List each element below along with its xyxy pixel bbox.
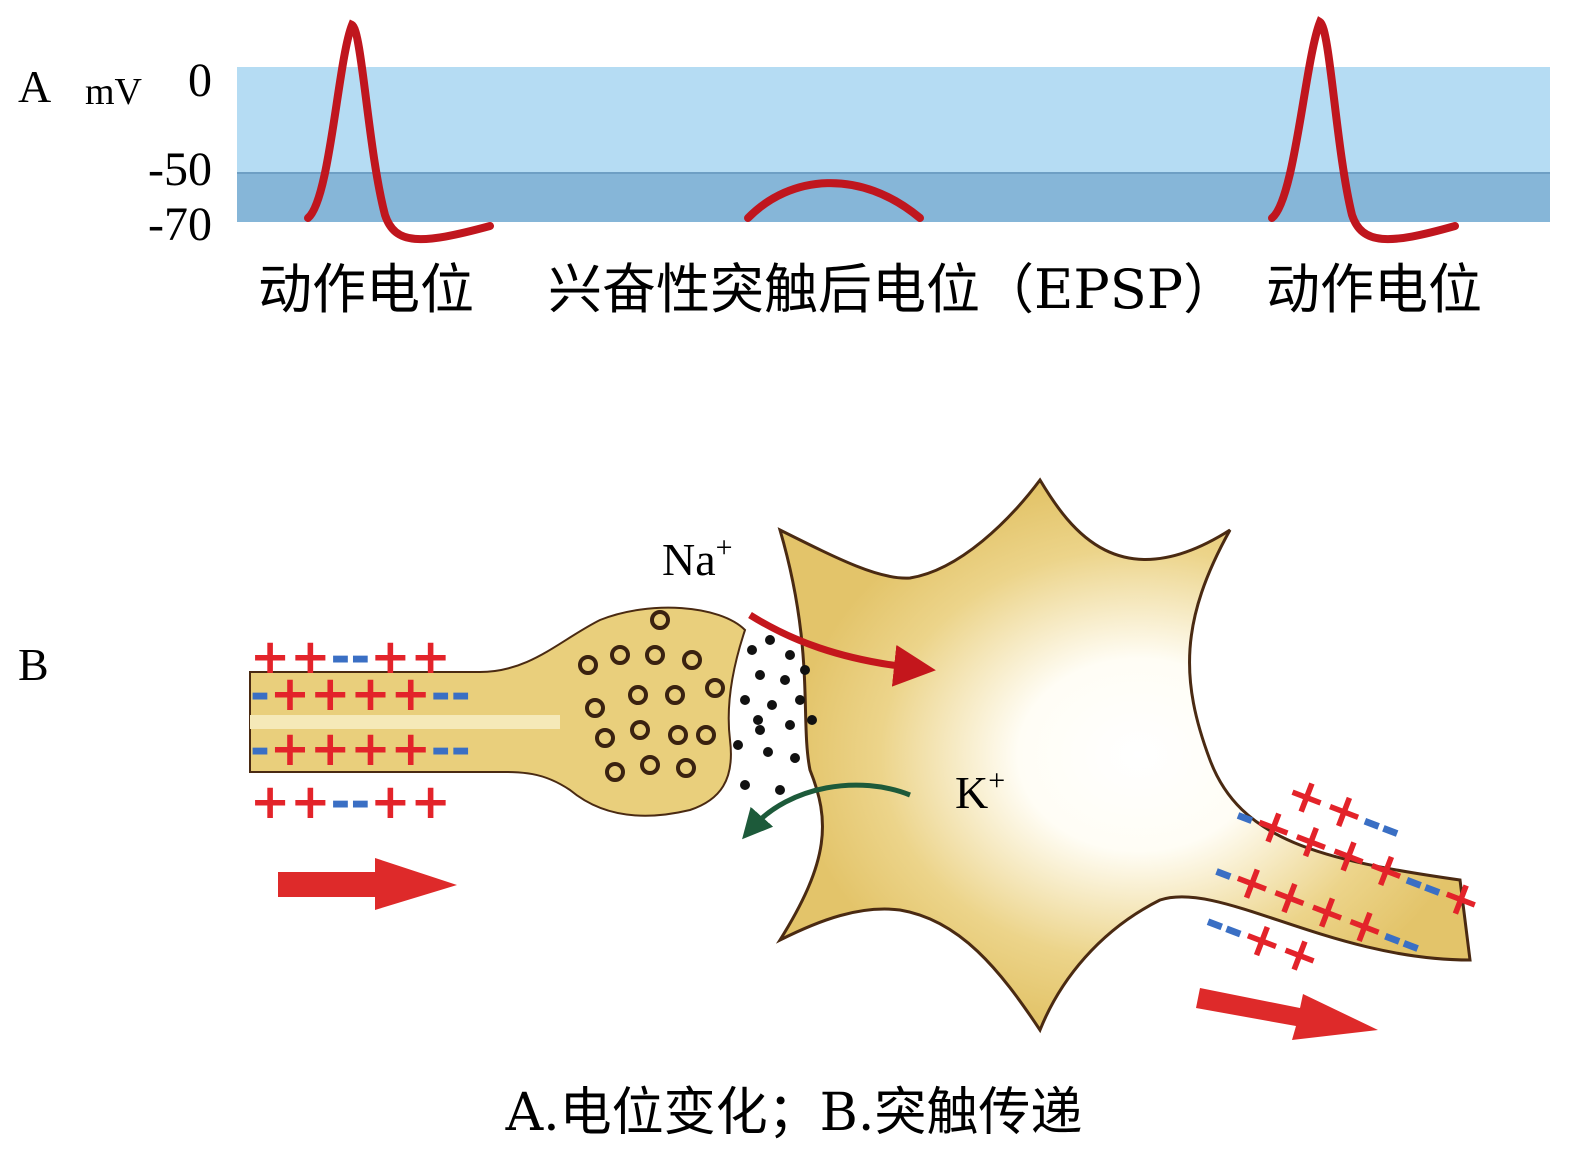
vesicle — [610, 645, 630, 665]
upper-band — [237, 67, 1550, 174]
synaptic-vesicles — [578, 610, 725, 782]
propagation-arrow-right — [1196, 988, 1378, 1040]
vesicle — [676, 758, 696, 778]
label-epsp: 兴奋性突触后电位（EPSP） — [548, 258, 1237, 321]
charge-row-left: ++--++ — [250, 629, 451, 685]
vesicle — [668, 725, 688, 745]
neurotransmitter — [795, 695, 805, 705]
k-ion-label: K+ — [955, 764, 1005, 818]
vesicle — [578, 655, 598, 675]
na-influx-arrow — [748, 612, 936, 687]
na-ion-label: Na+ — [662, 531, 733, 585]
panel-a-label: A — [18, 61, 51, 112]
presynaptic-terminal — [249, 606, 747, 817]
charge-row-left: -++++-- — [250, 666, 471, 722]
neurotransmitter — [775, 785, 785, 795]
neurotransmitter — [740, 695, 750, 705]
figure-caption: A.电位变化；B.突触传递 — [505, 1083, 1083, 1143]
neurotransmitter — [780, 675, 790, 685]
charge-row-right: -++++-- — [1205, 842, 1431, 973]
label-action-potential-left: 动作电位 — [258, 258, 474, 321]
epsp-trace — [744, 179, 924, 222]
vesicle — [628, 685, 648, 705]
vesicle — [682, 650, 702, 670]
neurotransmitter — [800, 665, 810, 675]
vesicle — [640, 755, 660, 775]
neurotransmitter-dots — [733, 635, 817, 795]
vesicle — [645, 645, 665, 665]
charges-right-axon: ++---++++--+-++++----++ — [1196, 763, 1490, 988]
vesicle — [595, 728, 615, 748]
neurotransmitter — [753, 715, 763, 725]
neurotransmitter — [740, 780, 750, 790]
label-action-potential-right: 动作电位 — [1266, 258, 1482, 321]
vesicle — [585, 698, 605, 718]
neurotransmitter — [763, 747, 773, 757]
charge-row-left: -++++-- — [250, 721, 471, 777]
panel-a: A mV 0 -50 -70 动作电位 兴奋性突触后电位（EPSP） 动作电位 — [18, 16, 1550, 321]
vesicle — [630, 720, 650, 740]
charges-left-axon: ++--++-++++---++++--++--++ — [250, 629, 471, 830]
action-potential-left-trace — [304, 19, 494, 244]
unit-label: mV — [85, 71, 143, 113]
neurotransmitter — [767, 700, 777, 710]
k-efflux-arrow — [742, 782, 911, 840]
panel-b: B Na+ K+ ++--++-++++---++++--++--++ ++--… — [18, 477, 1490, 1040]
neurotransmitter — [765, 635, 775, 645]
propagation-arrow-left — [278, 858, 457, 910]
neurotransmitter — [785, 720, 795, 730]
neurotransmitter — [807, 715, 817, 725]
vesicle — [705, 678, 725, 698]
neurotransmitter — [755, 670, 765, 680]
vesicle — [605, 762, 625, 782]
tick-minus-70: -70 — [148, 198, 212, 251]
tick-minus-50: -50 — [148, 143, 212, 196]
tick-0: 0 — [188, 54, 212, 107]
charge-row-left: ++--++ — [250, 774, 451, 830]
neurotransmitter — [755, 725, 765, 735]
vesicle — [696, 725, 716, 745]
charge-row-right: -++++--+ — [1226, 786, 1490, 932]
action-potential-right-trace — [1268, 16, 1459, 244]
neurotransmitter — [785, 650, 795, 660]
panel-b-label: B — [18, 639, 49, 690]
charge-row-right: ++-- — [1278, 763, 1410, 858]
neurotransmitter — [747, 645, 757, 655]
vesicle — [665, 685, 685, 705]
neurotransmitter — [790, 753, 800, 763]
postsynaptic-neuron — [775, 477, 1472, 1034]
neurotransmitter — [733, 740, 743, 750]
vesicle — [650, 610, 670, 630]
